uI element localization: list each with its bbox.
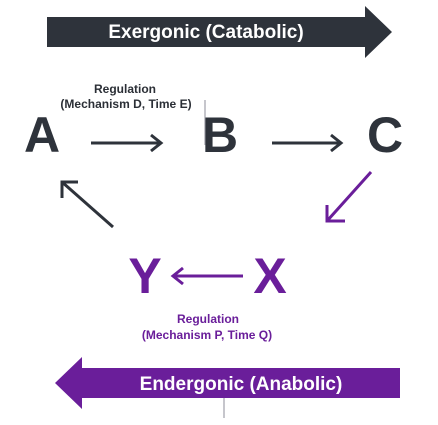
node-a: A [24, 107, 60, 163]
node-x: X [253, 248, 286, 304]
node-c: C [367, 107, 403, 163]
arrow-a-to-b [91, 133, 164, 153]
arrow-x-to-y [170, 266, 243, 286]
node-b: B [202, 107, 238, 163]
arrow-y-to-a [60, 180, 114, 229]
top-regulation-title: Regulation [94, 82, 156, 96]
arrow-c-to-x [325, 170, 373, 223]
exergonic-arrow-shape [47, 6, 392, 58]
exergonic-banner: Exergonic (Catabolic) [47, 6, 392, 58]
node-y: Y [128, 248, 161, 304]
endergonic-label: Endergonic (Anabolic) [140, 374, 343, 395]
arrow-b-to-c [272, 133, 344, 153]
top-regulation: Regulation (Mechanism D, Time E) [60, 82, 191, 111]
bottom-regulation: Regulation (Mechanism P, Time Q) [142, 312, 272, 342]
top-regulation-detail: (Mechanism D, Time E) [60, 97, 191, 111]
bottom-regulation-title: Regulation [177, 312, 239, 326]
endergonic-arrow-shape [55, 357, 400, 409]
endergonic-banner: Endergonic (Anabolic) [55, 357, 400, 409]
exergonic-label: Exergonic (Catabolic) [108, 22, 303, 43]
bottom-regulation-detail: (Mechanism P, Time Q) [142, 328, 272, 342]
